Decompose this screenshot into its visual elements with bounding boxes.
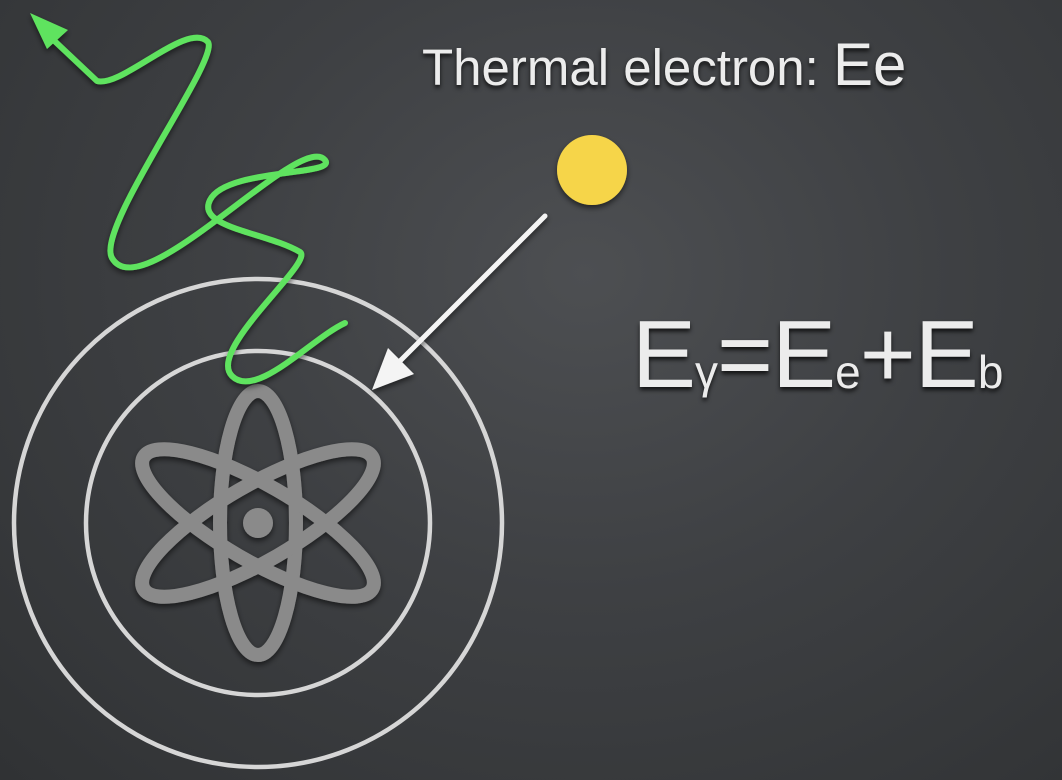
energy-equation: Eγ=Ee+Eb bbox=[632, 300, 1002, 410]
atom-nucleus bbox=[243, 508, 273, 538]
eq-plus: + bbox=[860, 301, 915, 408]
capture-arrow bbox=[372, 216, 545, 390]
eq-term1-sub: e bbox=[835, 346, 860, 398]
thermal-electron-label: Thermal electron: Ee bbox=[422, 30, 906, 99]
photon-arrowhead bbox=[30, 13, 68, 49]
eq-lhs-sub: γ bbox=[695, 346, 717, 398]
eq-equals: = bbox=[717, 301, 772, 408]
thermal-electron-symbol: Ee bbox=[833, 31, 906, 98]
photon-wave-arrow bbox=[30, 13, 345, 381]
eq-term2-main: E bbox=[915, 301, 978, 408]
atom-icon bbox=[125, 391, 392, 655]
thermal-electron-prefix: Thermal electron: bbox=[422, 39, 833, 96]
eq-term1-main: E bbox=[772, 301, 835, 408]
capture-arrow-line bbox=[395, 216, 545, 366]
electron-dot bbox=[557, 135, 627, 205]
eq-lhs-main: E bbox=[632, 301, 695, 408]
photon-wave bbox=[45, 32, 345, 381]
eq-term2-sub: b bbox=[978, 346, 1003, 398]
